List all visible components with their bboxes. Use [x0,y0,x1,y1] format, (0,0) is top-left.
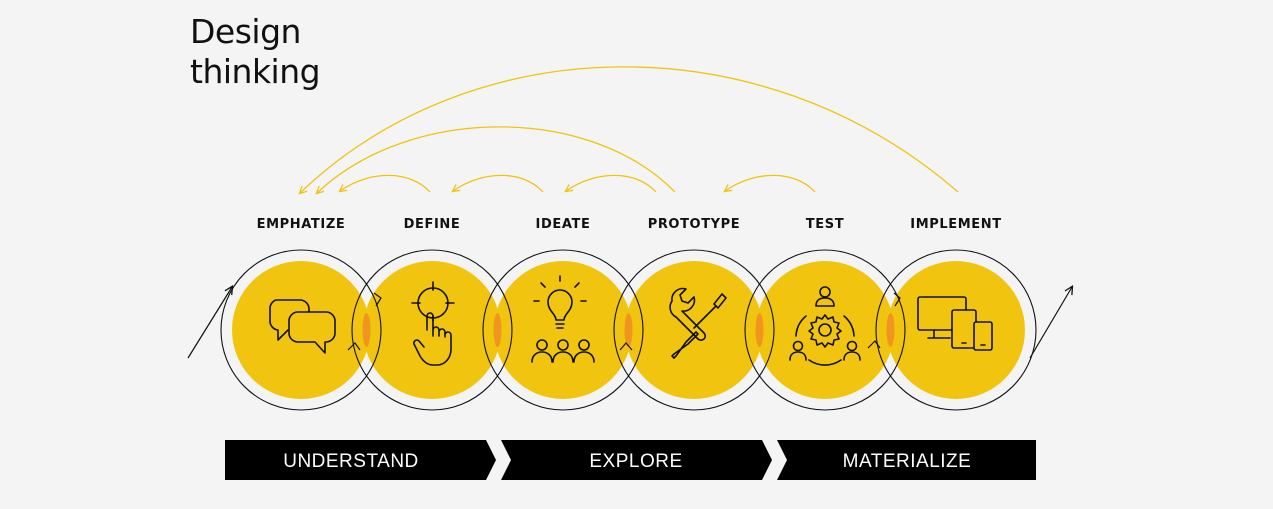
stage-label-emphatize: EMPHATIZE [256,217,346,232]
user-network-gear-icon [789,286,861,366]
title-line-1: Design [190,12,301,51]
diagram-title: Design thinking [190,12,321,92]
stage-label-define: DEFINE [403,217,461,232]
phase-explore [501,440,772,480]
phase-understand [225,440,496,480]
disc-define [363,261,501,399]
disc-test [756,261,894,399]
phase-label-materialize: MATERIALIZE [843,451,972,472]
speech-bubbles-icon [269,299,336,354]
phase-label-explore: EXPLORE [589,451,682,472]
stage-label-ideate: IDEATE [535,217,591,232]
feedback-arrow-prototype-ideate [566,174,657,193]
overlap-lenses [362,313,895,347]
devices-icon [917,296,993,351]
feedback-arrows [300,66,959,193]
feedback-arrow-test-prototype [725,174,816,193]
flow-arrows [187,287,1072,359]
feedback-arrow-implement-emphatize [300,66,959,193]
title-line-2: thinking [190,52,321,91]
stage-label-implement: IMPLEMENT [910,217,1002,232]
ring-arrows [347,292,901,351]
feedback-arrow-prototype-emphatize [317,126,676,193]
tools-icon [669,287,727,359]
stage-label-prototype: PROTOTYPE [647,217,741,232]
feedback-arrow-ideate-define [453,174,544,193]
target-pointer-icon [411,281,455,366]
stage-label-test: TEST [805,217,845,232]
phase-bar: UNDERSTAND EXPLORE MATERIALIZE [225,440,1036,480]
lightbulb-team-icon [531,275,595,363]
phase-materialize [777,440,1036,480]
stage-rings [220,249,1037,411]
exit-arrow [1029,287,1072,359]
phase-label-understand: UNDERSTAND [283,451,419,472]
disc-prototype [625,261,763,399]
entry-arrow [187,287,232,359]
disc-ideate [494,261,632,399]
feedback-arrow-define-emphatize [340,174,431,193]
